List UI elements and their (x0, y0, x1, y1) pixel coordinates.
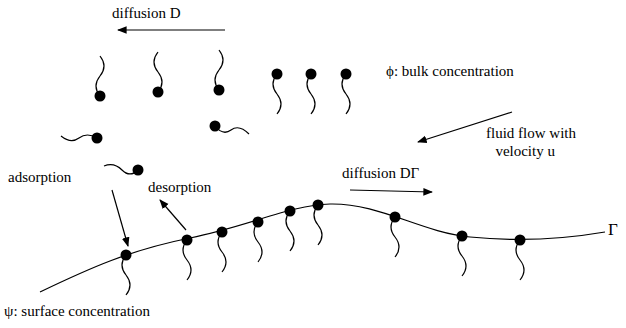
molecule-tail (516, 240, 524, 280)
molecule-head (285, 206, 296, 217)
molecule-head (182, 235, 193, 246)
molecule-head (272, 69, 283, 80)
molecule-tail (96, 56, 104, 96)
molecule-head (95, 91, 106, 102)
molecule-head (313, 200, 324, 211)
molecule-head (253, 217, 264, 228)
desorption-arrow (160, 200, 186, 230)
molecule-head (210, 121, 221, 132)
surface-diffusion-label: diffusion DΓ (342, 164, 419, 182)
molecule-tail (215, 50, 223, 90)
surface-concentration-label: ψ: surface concentration (4, 302, 150, 320)
molecule-tail (307, 74, 315, 114)
molecule-tail (183, 240, 191, 280)
molecule-tail (314, 205, 322, 245)
molecule-head (306, 69, 317, 80)
diffusion-arrow (118, 29, 225, 30)
flow-label: fluid flow with velocity u⃗ (476, 124, 586, 160)
surface-diffusion-arrow (350, 190, 432, 192)
molecule-head (390, 212, 401, 223)
molecule-tail (154, 52, 162, 92)
molecule-head (515, 235, 526, 246)
molecule-head (153, 87, 164, 98)
molecule-head (121, 250, 132, 261)
molecule-tail (342, 74, 350, 114)
molecule-head (92, 133, 103, 144)
molecule-tail (218, 232, 226, 272)
bulk-concentration-label: ϕ: bulk concentration (386, 62, 514, 80)
molecule-tail (458, 236, 466, 276)
molecule-head (133, 165, 144, 176)
interface-curve (40, 204, 605, 292)
interface-label: Γ (608, 220, 618, 240)
molecule-heads (92, 69, 526, 261)
molecule-tail (122, 255, 130, 295)
molecule-tail (391, 217, 399, 257)
molecule-tail (254, 222, 262, 262)
desorption-label: desorption (148, 178, 211, 196)
molecule-tail (273, 74, 281, 114)
diffusion-label: diffusion D (112, 4, 180, 22)
molecule-head (214, 85, 225, 96)
adsorption-arrow (112, 190, 128, 246)
molecule-head (341, 69, 352, 80)
molecule-head (217, 227, 228, 238)
molecule-head (457, 231, 468, 242)
molecule-tail (286, 211, 294, 251)
adsorption-label: adsorption (8, 168, 71, 186)
